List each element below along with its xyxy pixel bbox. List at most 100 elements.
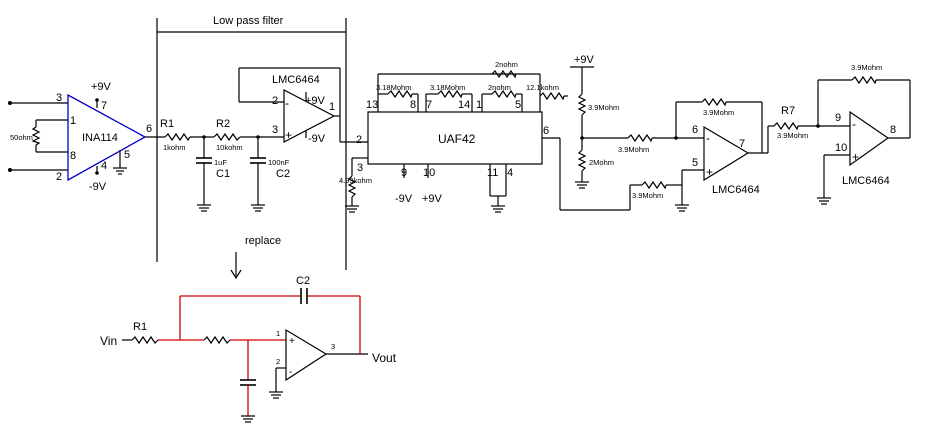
replace-arrow-icon: [230, 269, 242, 280]
uaf-pin3: 3: [357, 162, 363, 174]
replace-label: replace: [245, 235, 281, 247]
replacement-minus: -: [289, 367, 292, 378]
resistor-output: [539, 91, 565, 101]
uaf-pin8: 8: [410, 99, 416, 111]
opamp1-pin1: 1: [329, 101, 335, 113]
uaf-pin13: 13: [366, 99, 378, 111]
replacement-plus: +: [289, 336, 295, 347]
resistor-13-8: [387, 89, 413, 99]
resistor-r1: [164, 132, 191, 142]
uaf42-name: UAF42: [438, 132, 476, 146]
replacement-r2: [203, 335, 231, 345]
c2-value: 100nF: [268, 158, 290, 167]
uaf-pin9: 9: [401, 167, 407, 179]
opamp2-pin5: 5: [692, 157, 698, 169]
resistor-7-14: [437, 89, 463, 99]
ina-rg-label: 50ohm: [10, 133, 33, 142]
replacement-c2-label: C2: [296, 275, 310, 287]
ina-pin4: 4: [101, 160, 107, 172]
opamp3-triangle: [849, 110, 890, 167]
ina-pin8: 8: [70, 150, 76, 162]
divider-r-bottom: [577, 149, 587, 172]
opamp2-section: - + 6 5 7 LMC6464 3.9Mohm 3.9Mohm 3.9Moh…: [618, 97, 769, 212]
divider-vplus: +9V: [574, 54, 595, 66]
opamp1-minus: -: [285, 96, 289, 110]
ina-vplus: +9V: [91, 81, 112, 93]
replacement-vout: Vout: [372, 351, 397, 365]
opamp1-name: LMC6464: [272, 74, 320, 86]
r7-name: R7: [781, 105, 795, 117]
uaf-pin11: 11: [487, 167, 498, 179]
opamp1-pin3: 3: [272, 124, 278, 136]
opamp3-section: - + R7 3.9Mohm 9 10 8 LMC6464 3.9Mohm: [768, 63, 911, 205]
uaf-pin5: 5: [515, 99, 521, 111]
opamp2-r-in2-value: 3.9Mohm: [632, 191, 663, 200]
ina-pin1: 1: [70, 115, 76, 127]
opamp2-pin6: 6: [692, 124, 698, 136]
opamp3-pin9: 9: [835, 112, 841, 124]
opamp2-minus: -: [706, 131, 710, 145]
voltage-divider: +9V 3.9Mohm 2Mohm: [570, 54, 628, 189]
ina114-section: 3 1 8 2 7 4 5 6 +9V -9V 50ohm INA114: [8, 81, 165, 193]
opamp1-pin2: 2: [272, 95, 278, 107]
r2-name: R2: [216, 118, 230, 130]
c1-name: C1: [216, 168, 230, 180]
resistor-1-5: [491, 89, 517, 99]
ina-pin7: 7: [101, 100, 107, 112]
ina114-amplifier: [67, 93, 147, 182]
opamp2-r-in2: [641, 180, 667, 190]
replacement-opamp: [285, 328, 328, 382]
ina-pin2: 2: [56, 171, 62, 183]
resistor-top: [491, 69, 517, 79]
replacement-circuit: + - 1 2 3 C2 R1 Vin Vout: [100, 275, 397, 423]
opamp2-r-in1-value: 3.9Mohm: [618, 145, 649, 154]
divider-r-bottom-value: 2Mohm: [589, 158, 614, 167]
opamp3-r-fb: [851, 75, 877, 85]
r2-value: 10kohm: [216, 143, 243, 152]
resistor-pin3: [347, 175, 357, 198]
filter-label: Low pass filter: [213, 15, 284, 27]
replacement-pin1: 1: [276, 329, 280, 338]
opamp2-name: LMC6464: [712, 184, 760, 196]
opamp1-vminus: -9V: [308, 133, 326, 145]
c2-name: C2: [276, 168, 290, 180]
replacement-r1-label: R1: [133, 321, 147, 333]
ina-pin5: 5: [124, 149, 130, 161]
opamp3-pin10: 10: [835, 142, 847, 154]
uaf-r-out: 12.1kohm: [526, 83, 559, 92]
divider-r-top-value: 3.9Mohm: [588, 103, 619, 112]
divider-r-top: [577, 93, 587, 116]
uaf-pin7: 7: [426, 99, 432, 111]
ina-vminus: -9V: [89, 181, 107, 193]
replacement-vin: Vin: [100, 334, 117, 348]
uaf-pin14: 14: [458, 99, 470, 111]
opamp1-section: - + LMC6464 2 3 1 +9V -9V: [238, 67, 368, 145]
opamp2-r-fb-value: 3.9Mohm: [703, 108, 734, 117]
replacement-pin2: 2: [276, 357, 280, 366]
resistor-r2: [213, 132, 241, 142]
r1-value: 1kohm: [163, 143, 186, 152]
opamp3-pin8: 8: [890, 124, 896, 136]
opamp2-triangle: [703, 125, 750, 182]
opamp2-pin7: 7: [739, 138, 745, 150]
opamp2-plus: +: [706, 165, 713, 179]
uaf-pin10: 10: [423, 167, 435, 179]
opamp1-triangle: [283, 89, 336, 143]
c1-value: 1uF: [214, 158, 227, 167]
ina-pin6: 6: [146, 123, 152, 135]
opamp3-minus: -: [852, 117, 856, 131]
uaf-pin6: 6: [543, 125, 549, 137]
opamp2-r-in1: [627, 133, 653, 143]
replacement-pin3: 3: [331, 342, 335, 351]
resistor-r7: [773, 121, 799, 131]
replacement-r1: [131, 335, 159, 345]
r7-value: 3.9Mohm: [777, 131, 808, 140]
low-pass-filter-frame: Low pass filter replace: [156, 15, 347, 280]
opamp2-r-fb: [701, 97, 727, 107]
uaf-vplus: +9V: [422, 193, 443, 205]
uaf-r-7-14: 3.18Mohm: [430, 83, 465, 92]
gain-resistor: [31, 126, 41, 146]
uaf-r-13-8: 3.18Mohm: [376, 83, 411, 92]
